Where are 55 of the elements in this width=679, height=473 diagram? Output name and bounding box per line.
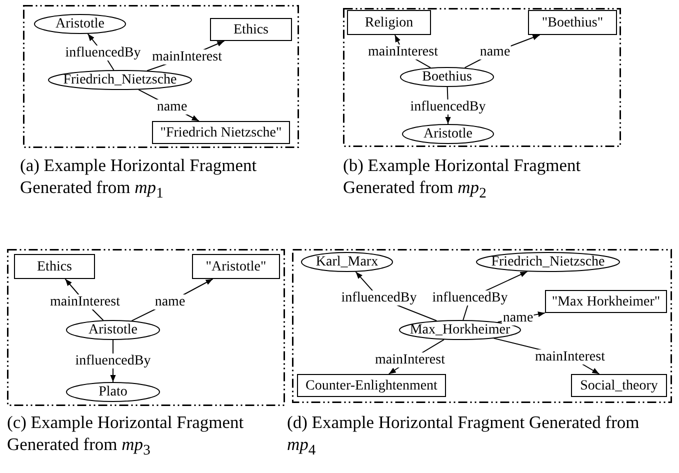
node-label: Aristotle — [422, 126, 474, 142]
entity-ellipse — [400, 67, 494, 87]
node-label: "Friedrich Nietzsche" — [159, 125, 283, 140]
edge-label: mainInterest — [151, 50, 223, 64]
edge-label: influencedBy — [64, 46, 142, 60]
entity-ellipse — [399, 320, 521, 340]
node-label: Friedrich_Nietzsche — [62, 72, 178, 88]
node-label: Counter-Enlightenment — [304, 378, 438, 393]
literal-box — [152, 121, 290, 144]
edge-label: mainInterest — [534, 350, 606, 364]
entity-ellipse — [48, 70, 192, 90]
literal-box — [528, 10, 617, 35]
node-label: Max_Horkheimer — [408, 322, 512, 338]
node-label: Religion — [364, 15, 414, 30]
node-label: "Boethius" — [540, 15, 604, 30]
literal-box — [545, 290, 667, 313]
node-label: Karl_Marx — [314, 254, 380, 270]
figure-caption: (c) Example Horizontal Fragment Generated from mp$_{3}$ — [7, 411, 245, 460]
node-label: Plato — [98, 384, 128, 400]
literal-box — [297, 374, 446, 397]
figure-caption: (d) Example Horizontal Fragment Generated from mp$_{4}$ — [287, 411, 640, 460]
fragment-panel — [343, 8, 621, 147]
figure-caption: (a) Example Horizontal Fragment Generated from mp$_{1}$ — [20, 154, 258, 204]
node-label: "Max Horkheimer" — [550, 294, 662, 309]
node-label: Aristotle — [88, 322, 138, 338]
edge-label: mainInterest — [367, 44, 439, 60]
edge-label: mainInterest — [49, 294, 121, 310]
literal-box — [210, 18, 292, 41]
figure-caption: (b) Example Horizontal Fragment Generated from mp$_{2}$ — [343, 154, 582, 204]
node-label: "Aristotle" — [204, 259, 268, 274]
edge-label: name — [478, 44, 512, 60]
entity-ellipse — [402, 124, 494, 144]
literal-box — [14, 254, 95, 279]
entity-ellipse — [301, 252, 393, 272]
fragment-panel — [7, 249, 285, 406]
literal-box — [571, 374, 667, 397]
edge-label: influencedBy — [431, 290, 509, 306]
edge-label: name — [156, 100, 188, 114]
node-label: Aristotle — [54, 16, 106, 32]
node-label: Ethics — [36, 259, 73, 274]
node-label: Social_theory — [579, 378, 659, 393]
edge-label: influencedBy — [409, 100, 487, 114]
entity-ellipse — [66, 320, 160, 340]
entity-ellipse — [66, 382, 160, 402]
node-label: Ethics — [232, 22, 270, 37]
literal-box — [192, 254, 280, 279]
node-label: Friedrich_Nietzsche — [490, 254, 606, 270]
edge-label: influencedBy — [340, 290, 418, 306]
edge-label: mainInterest — [374, 352, 446, 368]
literal-box — [347, 10, 431, 35]
edge-label: name — [154, 294, 186, 310]
entity-ellipse — [34, 14, 126, 34]
entity-ellipse — [476, 252, 620, 272]
node-label: Boethius — [421, 70, 473, 84]
edge-label: influencedBy — [74, 354, 152, 368]
